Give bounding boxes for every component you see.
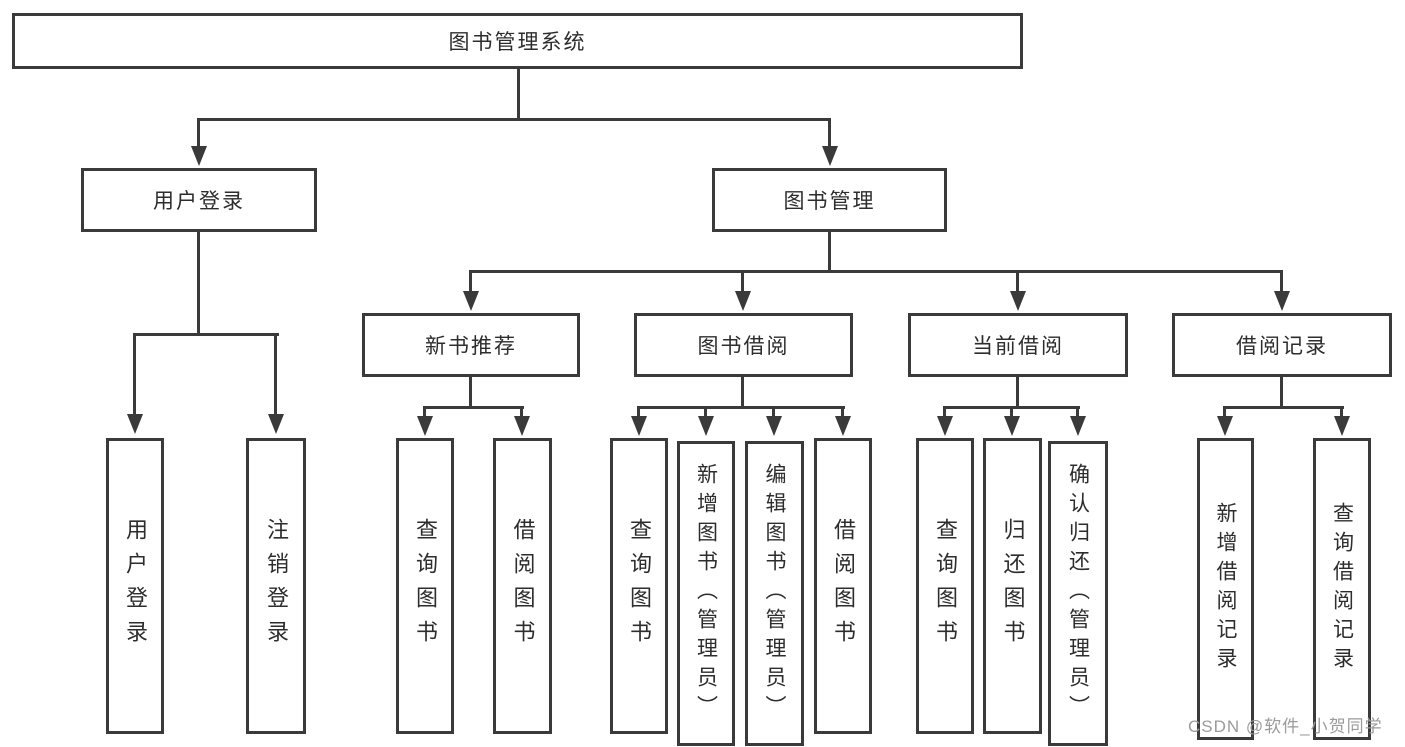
leaf-add-book-admin: 新增图书（管理员） [677,441,735,746]
connector-line [423,406,524,409]
connector-line [704,406,707,418]
watermark: CSDN @软件_小贺同学 [1188,717,1383,736]
connector-line [1016,374,1019,409]
node-label: 图书管理 [783,190,876,213]
node-borrowing-records: 借阅记录 [1172,313,1392,377]
arrow-down-icon [1334,416,1350,436]
node-label: 用户登录 [123,518,148,654]
node-label: 图书管理系统 [448,31,587,54]
node-label: 查询图书 [627,518,652,654]
leaf-user-login: 用户登录 [106,438,164,734]
node-label: 注销登录 [264,518,289,654]
node-label: 借阅图书 [831,518,856,654]
connector-line [1340,406,1343,418]
connector-line [772,406,775,418]
connector-line [1076,406,1079,418]
arrow-down-icon [937,416,953,436]
leaf-query-borrow-record: 查询借阅记录 [1313,438,1371,740]
connector-line [637,406,845,409]
connector-line [520,406,523,418]
node-current-borrowing: 当前借阅 [908,313,1128,377]
arrow-down-icon [1070,416,1086,436]
node-label: 图书借阅 [697,335,790,358]
leaf-add-borrow-record: 新增借阅记录 [1197,438,1254,740]
arrow-down-icon [1010,291,1026,311]
arrow-down-icon [1004,416,1020,436]
node-label: 查询借阅记录 [1330,502,1354,676]
connector-line [1016,270,1019,293]
arrow-down-icon [766,416,782,436]
node-label: 当前借阅 [972,335,1064,358]
arrow-down-icon [268,414,284,434]
connector-line [423,406,426,418]
connector-line [741,270,744,293]
leaf-query-books-borrow: 查询图书 [610,438,668,734]
connector-line [197,118,200,148]
connector-line [469,270,1283,273]
arrow-down-icon [463,291,479,311]
connector-line [517,66,520,121]
leaf-logout: 注销登录 [246,438,306,734]
arrow-down-icon [835,416,851,436]
arrow-down-icon [191,146,207,166]
connector-line [1010,406,1013,418]
connector-line [1223,406,1226,418]
node-label: 新增借阅记录 [1214,502,1237,676]
arrow-down-icon [417,416,433,436]
connector-line [943,406,946,418]
arrow-down-icon [698,416,714,436]
connector-line [133,333,279,336]
leaf-query-books-current: 查询图书 [916,438,974,734]
node-label: 归还图书 [1000,518,1026,654]
connector-line [741,374,744,409]
arrow-down-icon [1217,416,1233,436]
node-label: 用户登录 [153,190,245,213]
node-label: 编辑图书（管理员） [763,463,786,724]
leaf-confirm-return-admin: 确认归还（管理员） [1048,441,1108,746]
node-label: 借阅图书 [510,518,536,654]
node-label: 确认归还（管理员） [1066,463,1090,724]
connector-line [197,229,200,336]
leaf-edit-book-admin: 编辑图书（管理员） [745,441,804,746]
node-label: 查询图书 [413,518,438,654]
node-label: 借阅记录 [1236,335,1328,358]
node-new-book-recommend: 新书推荐 [362,313,580,377]
connector-line [828,118,831,148]
leaf-return-books: 归还图书 [983,438,1042,734]
connector-line [841,406,844,418]
arrow-down-icon [1274,291,1290,311]
arrow-down-icon [822,146,838,166]
connector-line [1280,374,1283,409]
node-label: 查询图书 [933,518,958,654]
connector-line [274,333,277,416]
arrow-down-icon [127,414,143,434]
connector-line [469,270,472,293]
connector-line [828,229,831,273]
leaf-borrow-books-recommend: 借阅图书 [493,438,552,734]
connector-line [1223,406,1344,409]
arrow-down-icon [631,416,647,436]
connector-line [197,118,831,121]
node-book-management: 图书管理 [712,168,947,232]
node-root: 图书管理系统 [12,13,1023,69]
arrow-down-icon [735,291,751,311]
connector-line [1280,270,1283,293]
node-book-borrowing: 图书借阅 [634,313,853,377]
leaf-borrow-books: 借阅图书 [814,438,872,734]
connector-line [133,333,136,416]
node-label: 新增图书（管理员） [694,463,718,724]
node-label: 新书推荐 [425,335,517,358]
leaf-query-books-recommend: 查询图书 [396,438,454,734]
arrow-down-icon [514,416,530,436]
connector-line [469,374,472,409]
node-user-login: 用户登录 [81,168,317,232]
connector-line [637,406,640,418]
